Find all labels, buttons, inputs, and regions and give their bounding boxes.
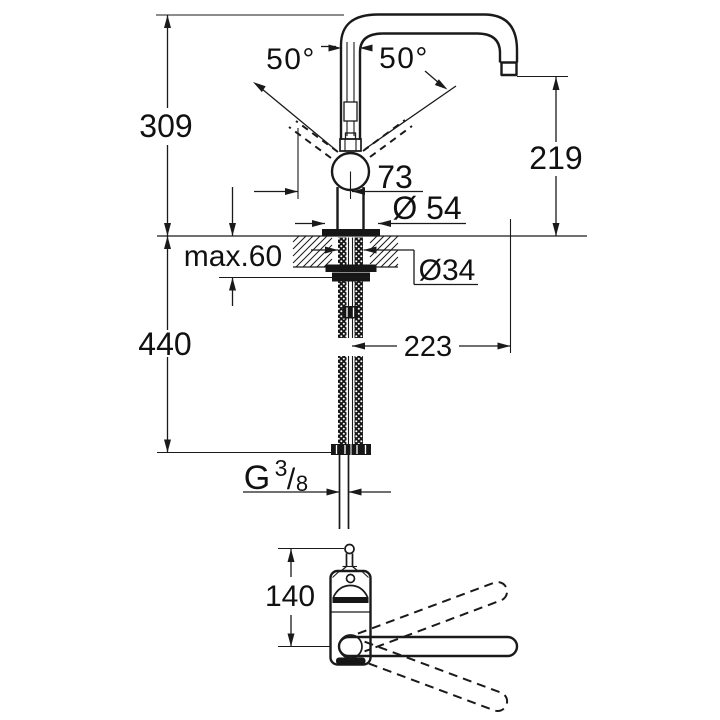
lever-dashed-down (357, 640, 509, 712)
dim-swivel-left: 50° (253, 43, 342, 93)
dim-label-max60: max.60 (184, 240, 282, 273)
spout-tip-plan (340, 543, 359, 572)
dim-thread: G 3 / 8 (243, 455, 391, 497)
escutcheon (322, 229, 380, 237)
dim-outlet-height: 219 (517, 75, 583, 236)
thread-slash: / (287, 463, 296, 496)
hose-connector (343, 306, 358, 319)
mounting-washer (325, 264, 377, 272)
dim-max-thickness: max.60 (184, 187, 370, 306)
dim-label-223: 223 (404, 331, 452, 363)
dim-below-counter: 440 (138, 236, 332, 454)
lever-dashed-up (357, 581, 509, 653)
angle-line-left (255, 83, 338, 152)
top-view: 140 (265, 543, 519, 712)
angle-line-right (364, 85, 457, 150)
dim-label-440: 440 (138, 326, 191, 362)
hose-fitting-left (331, 444, 351, 455)
body-plan (329, 569, 372, 666)
handle-swivel-dashed-left (288, 120, 339, 159)
side-view: 309 440 219 max.60 (138, 13, 587, 529)
dim-label-140: 140 (265, 580, 315, 613)
dim-label-50-left: 50° (266, 43, 316, 76)
hose-fitting-right (351, 444, 371, 455)
dim-label-34: Ø34 (419, 254, 476, 287)
dim-swivel-right: 50° (359, 42, 448, 90)
connection-tube (338, 455, 350, 529)
dim-label-54: Ø 54 (392, 190, 461, 226)
dim-spout-to-handle: 140 (265, 547, 344, 648)
dim-total-height: 309 (139, 14, 344, 236)
thread-numerator: 3 (275, 455, 288, 481)
handle-swivel-dashed-right (362, 119, 413, 158)
cartridge-base (339, 138, 362, 152)
dim-base-diameter: Ø 54 (295, 190, 466, 227)
dim-label-50-right: 50° (379, 42, 429, 75)
thread-letter: G (244, 459, 270, 497)
lever-handle (337, 635, 519, 658)
dim-handle-clearance: 73 (254, 128, 423, 199)
dim-spout-projection: 223 (352, 219, 512, 363)
dim-label-73: 73 (377, 159, 413, 195)
spout-outline (339, 13, 519, 152)
thread-denominator: 8 (296, 471, 308, 496)
aerator (500, 61, 518, 77)
mounting-shank (325, 237, 377, 282)
dim-label-219: 219 (529, 140, 582, 176)
dim-label-309: 309 (139, 108, 192, 144)
countertop-hatching (292, 235, 399, 268)
dim-shank-diameter: Ø34 (311, 246, 478, 287)
